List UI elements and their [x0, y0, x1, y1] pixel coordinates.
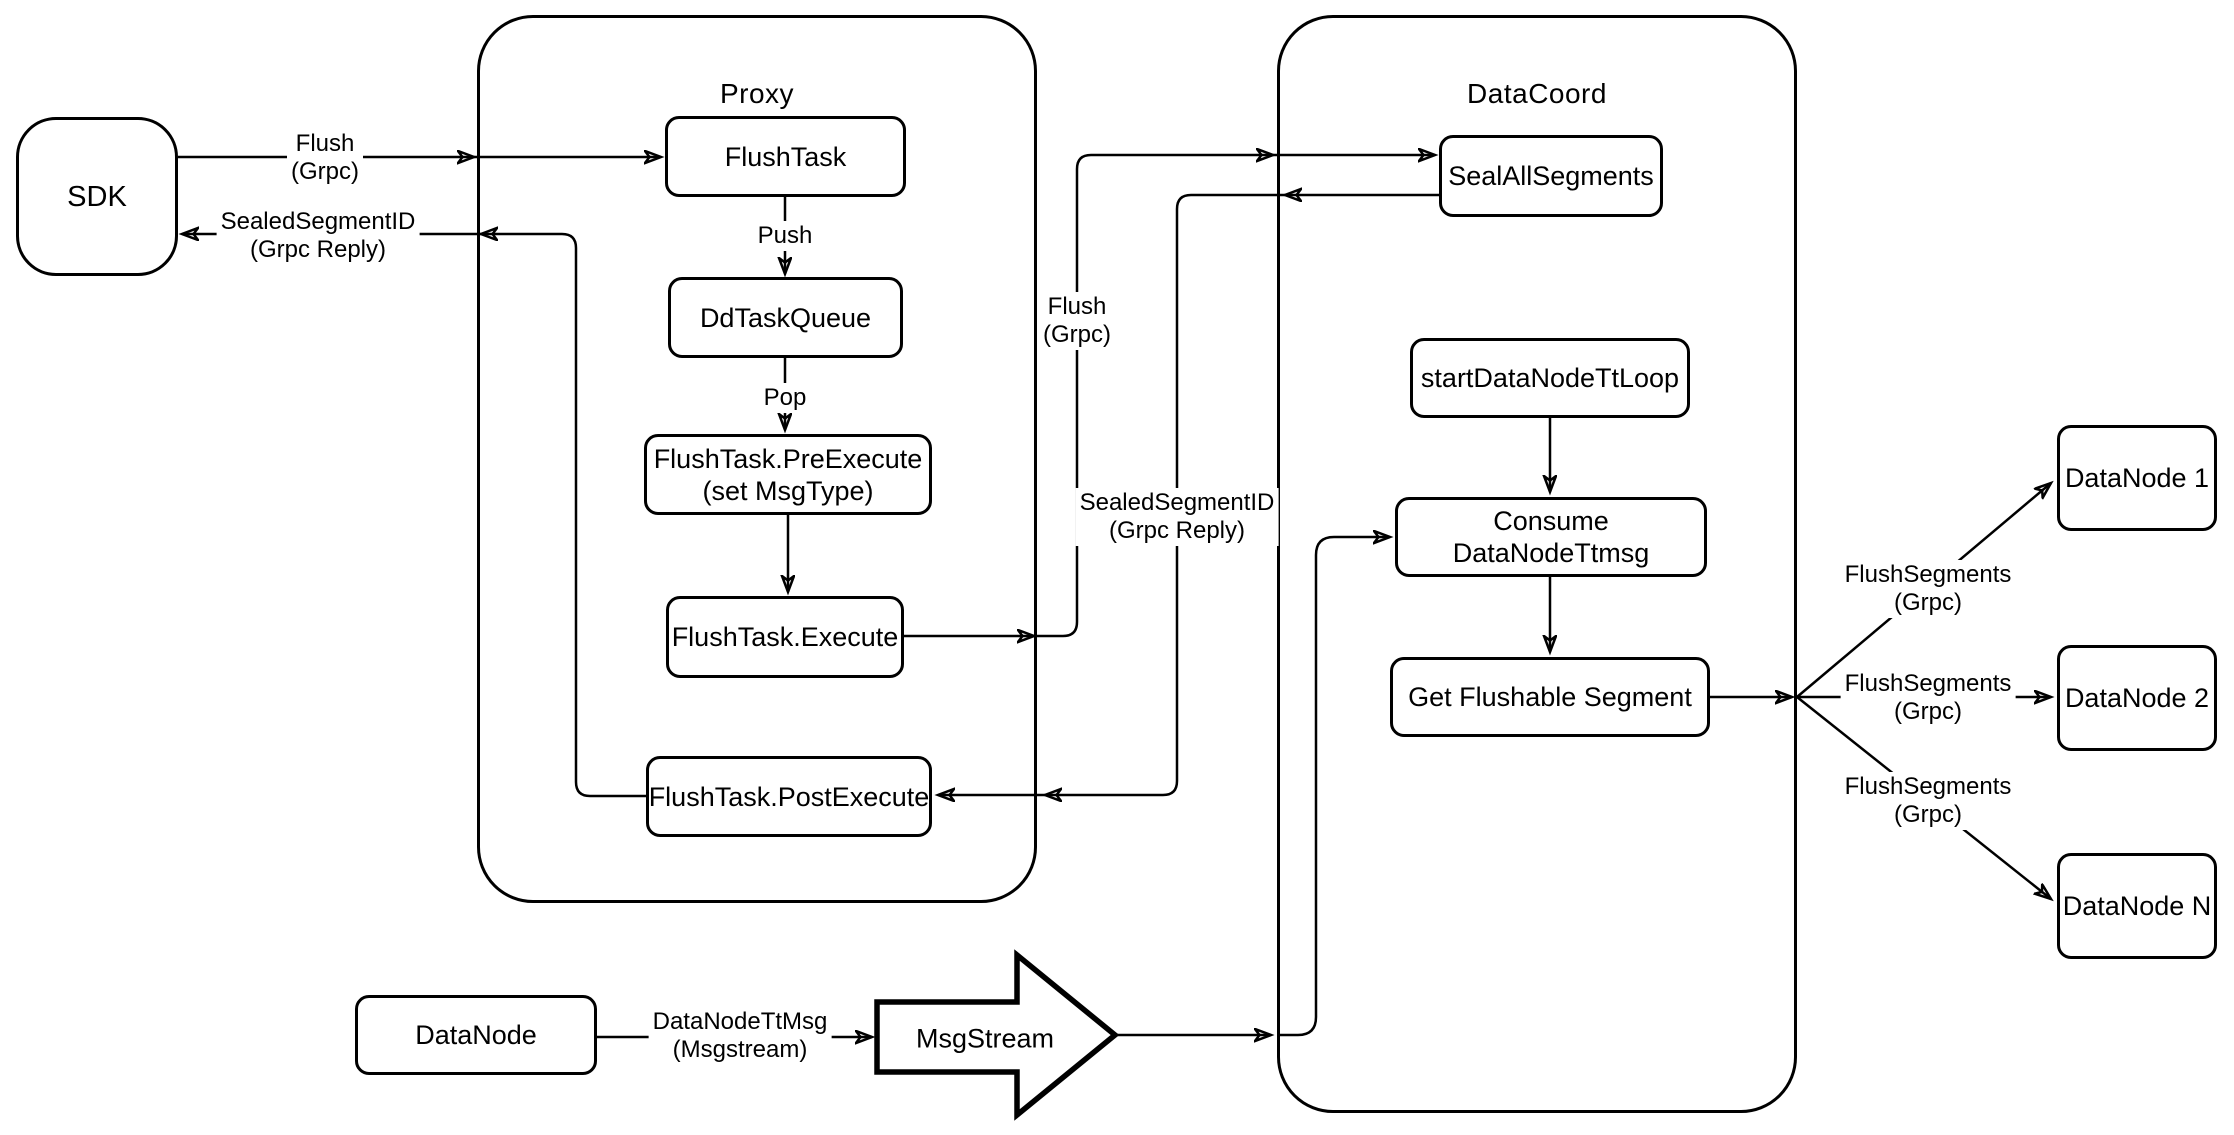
node-sealallsegments-label: SealAllSegments	[1448, 161, 1654, 191]
node-datanode1-label: DataNode 1	[2064, 463, 2210, 493]
edge-msgstream-riser-to-consume	[1277, 537, 1390, 1037]
label-flush-grpc-mid: Flush (Grpc)	[1039, 292, 1115, 350]
node-datanode2-label: DataNode 2	[2064, 683, 2210, 713]
msgstream-label: MsgStream	[915, 1023, 1055, 1054]
label-push: Push	[753, 221, 817, 251]
node-sdk: SDK	[16, 117, 178, 276]
label-flushsegments-2: FlushSegments (Grpc)	[1840, 669, 2016, 727]
node-flushtask: FlushTask	[665, 116, 906, 197]
node-postexecute-label: FlushTask.PostExecute	[648, 781, 930, 812]
label-line: Flush	[1047, 293, 1107, 320]
node-datanode-label: DataNode	[415, 1020, 537, 1050]
node-ddtaskqueue: DdTaskQueue	[668, 277, 903, 358]
label-line: (Msgstream)	[672, 1036, 808, 1063]
label-line: (Grpc)	[1894, 698, 1962, 725]
edge-postexecute-to-proxy-edge	[481, 234, 646, 798]
node-flushtask-label: FlushTask	[724, 141, 847, 172]
label-flushsegments-3: FlushSegments (Grpc)	[1840, 772, 2016, 830]
node-execute: FlushTask.Execute	[666, 596, 904, 678]
label-sealedsegmentid-mid: SealedSegmentID (Grpc Reply)	[1075, 488, 1279, 546]
label-sealedsegmentid-sdk: SealedSegmentID (Grpc Reply)	[216, 207, 420, 265]
label-line: (Grpc Reply)	[1108, 517, 1246, 544]
label-line: Flush	[295, 130, 355, 157]
label-line: (Grpc)	[1894, 589, 1962, 616]
label-line: (Grpc)	[1043, 321, 1111, 348]
msgstream-arrow-shape	[874, 949, 1120, 1121]
label-line: Push	[757, 222, 813, 249]
node-consumedatanodettmsg: Consume DataNodeTtmsg	[1395, 497, 1707, 577]
node-getflushablesegment: Get Flushable Segment	[1390, 657, 1710, 737]
datacoord-title: DataCoord	[1467, 78, 1607, 109]
node-sdk-label: SDK	[67, 180, 127, 213]
edge-flush-riser-to-datacoord	[1034, 155, 1273, 638]
label-line: SealedSegmentID	[220, 208, 416, 235]
node-sealallsegments: SealAllSegments	[1439, 135, 1663, 217]
node-execute-label: FlushTask.Execute	[671, 622, 899, 652]
node-getflushablesegment-label: Get Flushable Segment	[1408, 682, 1692, 712]
node-datanode2: DataNode 2	[2057, 645, 2217, 751]
node-ddtaskqueue-label: DdTaskQueue	[699, 302, 872, 333]
node-datanode1: DataNode 1	[2057, 425, 2217, 531]
label-line: (Grpc)	[291, 158, 359, 185]
node-preexecute: FlushTask.PreExecute (set MsgType)	[644, 434, 932, 515]
node-postexecute: FlushTask.PostExecute	[646, 756, 932, 837]
node-consumedatanodettmsg-label: Consume DataNodeTtmsg	[1452, 506, 1650, 568]
label-line: FlushSegments	[1844, 773, 2012, 800]
node-datanoden: DataNode N	[2057, 853, 2217, 959]
proxy-title: Proxy	[719, 78, 795, 109]
label-flush-grpc-sdk: Flush (Grpc)	[287, 129, 363, 187]
label-line: (Grpc Reply)	[249, 236, 387, 263]
datacoord-container: DataCoord	[1277, 15, 1797, 1113]
node-startdatanodettloop-label: startDataNodeTtLoop	[1420, 363, 1680, 393]
label-line: DataNodeTtMsg	[652, 1008, 828, 1035]
label-line: Pop	[763, 384, 807, 411]
label-line: (Grpc)	[1894, 801, 1962, 828]
node-startdatanodettloop: startDataNodeTtLoop	[1410, 338, 1690, 418]
label-line: FlushSegments	[1844, 561, 2012, 588]
node-preexecute-sublabel: (set MsgType)	[702, 475, 874, 506]
label-line: FlushSegments	[1844, 670, 2012, 697]
label-flushsegments-1: FlushSegments (Grpc)	[1840, 560, 2016, 618]
label-datanodettmsg: DataNodeTtMsg (Msgstream)	[648, 1007, 832, 1065]
proxy-container: Proxy	[477, 15, 1037, 903]
node-datanode: DataNode	[355, 995, 597, 1075]
node-preexecute-label: FlushTask.PreExecute	[653, 443, 923, 474]
label-pop: Pop	[759, 383, 811, 413]
node-datanoden-label: DataNode N	[2062, 891, 2212, 921]
label-line: SealedSegmentID	[1079, 489, 1275, 516]
